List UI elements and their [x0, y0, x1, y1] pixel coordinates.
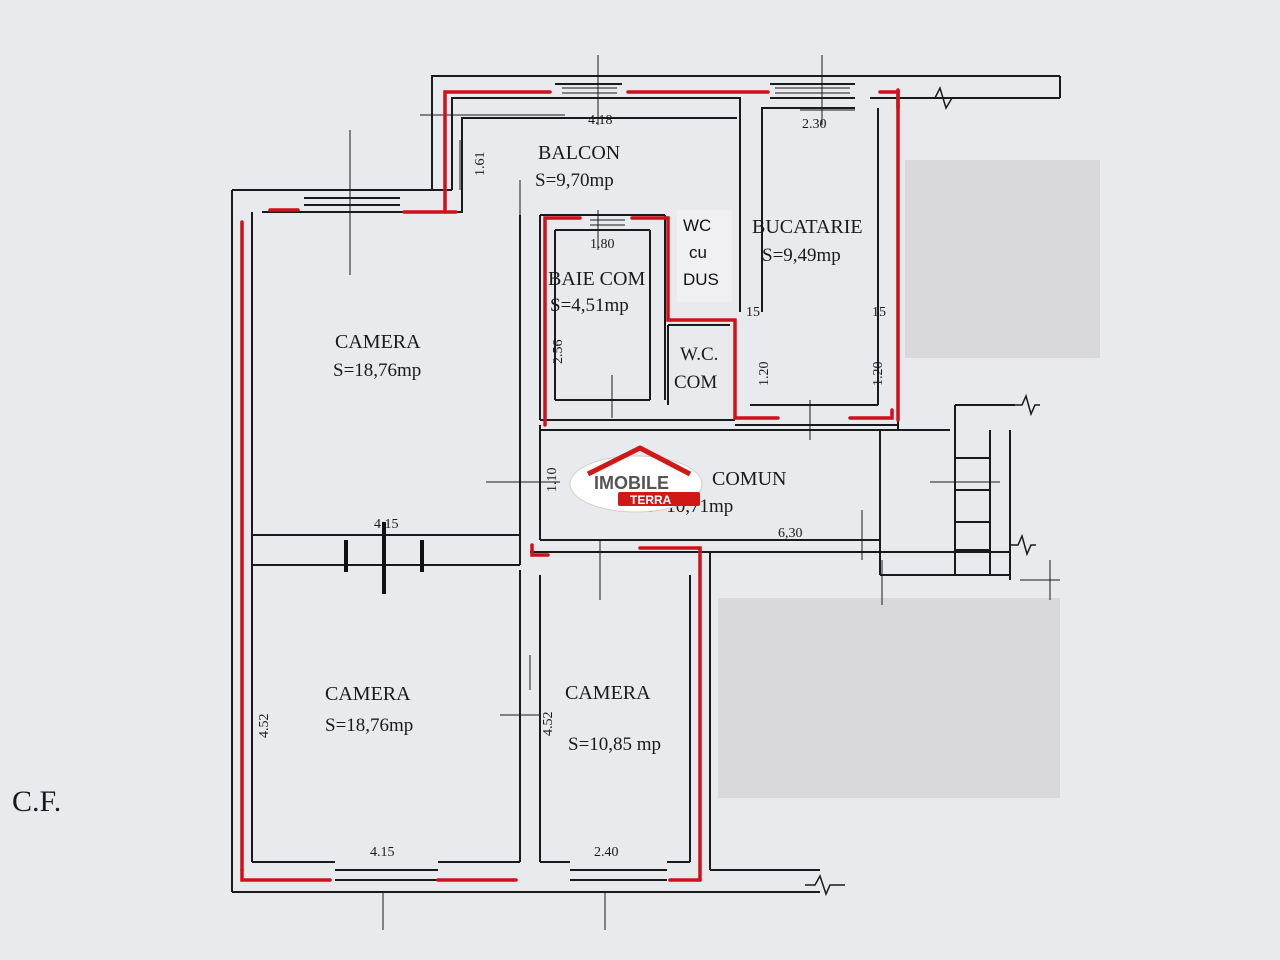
logo-line-2: TERRA: [630, 493, 672, 507]
room-area-wc-com: COM: [674, 372, 717, 393]
dim-kitchen-h2: 1.20: [871, 362, 886, 387]
dim-kitchen-left: 15: [746, 305, 760, 320]
room-area-balcon: S=9,70mp: [535, 170, 614, 191]
room-name-hol: COMUN: [712, 468, 786, 490]
room-area-camera-2: S=18,76mp: [325, 715, 413, 736]
dim-camera3-width: 2.40: [594, 845, 619, 860]
window-marks: [562, 87, 850, 226]
room-name-baie: BAIE COM: [548, 268, 645, 290]
room-name-camera-2: CAMERA: [325, 683, 411, 705]
room-name-wc-com: W.C.: [680, 344, 718, 365]
wc-note-line-1: WC: [683, 216, 711, 235]
room-area-bucatarie: S=9,49mp: [762, 245, 841, 266]
corner-label: C.F.: [12, 785, 61, 818]
room-name-balcon: BALCON: [538, 142, 620, 164]
logo-band: [618, 492, 700, 506]
room-labels: BALCON S=9,70mp BUCATARIE S=9,49mp BAIE …: [12, 142, 863, 818]
dim-camera2-height: 4.52: [257, 714, 272, 739]
room-area-camera-3: S=10,85 mp: [568, 734, 661, 755]
room-area-baie: S=4,51mp: [550, 295, 629, 316]
section-marker: [344, 522, 424, 594]
dim-baie-depth: 2.56: [551, 340, 566, 365]
logo-roof-icon: [586, 445, 692, 477]
dimension-labels: 4.18 2.30 1.61 1.80 2.56 15 15 1.20 1.20…: [257, 113, 886, 860]
dim-camera3-height: 4.52: [541, 712, 556, 737]
logo-line-1: IMOBILE: [594, 473, 669, 493]
dim-hol-depth: 1.10: [545, 468, 560, 493]
dim-kitchen-right: 15: [872, 305, 886, 320]
dim-balcon-depth: 1.61: [473, 152, 488, 177]
dim-hol-length: 6,30: [778, 526, 803, 541]
highlight-lines: [240, 88, 900, 882]
room-name-camera-3: CAMERA: [565, 682, 651, 704]
mask-area-bottom-right: [718, 598, 1060, 798]
wc-note: WC cu DUS: [677, 210, 732, 302]
dim-bucatarie-width: 2.30: [802, 117, 827, 132]
mask-area-right: [905, 160, 1100, 358]
room-name-camera-1: CAMERA: [335, 331, 421, 353]
dim-baie-width: 1.80: [590, 237, 615, 252]
wc-note-line-2: cu: [689, 243, 707, 262]
wc-note-line-3: DUS: [683, 270, 719, 289]
imobile-terra-logo: IMOBILE TERRA: [569, 445, 703, 513]
break-symbols: [805, 85, 1040, 897]
wc-note-box: [677, 210, 732, 302]
dim-kitchen-h1: 1.20: [757, 362, 772, 387]
room-area-camera-1: S=18,76mp: [333, 360, 421, 381]
room-name-bucatarie: BUCATARIE: [752, 216, 863, 238]
axis-lines: [349, 55, 1060, 930]
dim-balcon-width: 4.18: [588, 113, 613, 128]
dim-camera1-width: 4.15: [374, 517, 399, 532]
dim-camera2-width: 4.15: [370, 845, 395, 860]
